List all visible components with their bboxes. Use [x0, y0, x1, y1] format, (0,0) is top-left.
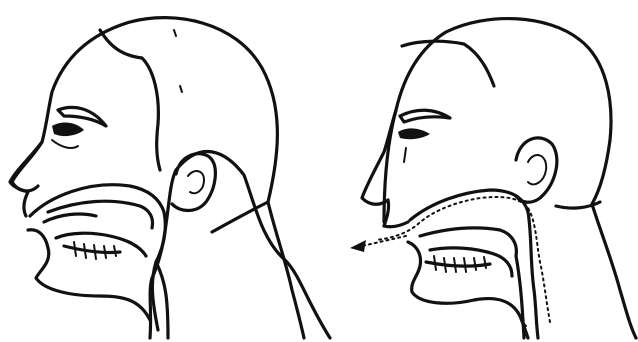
right-airflow-arrowhead — [350, 240, 366, 252]
right-neck-back — [592, 204, 636, 338]
left-eye — [52, 123, 84, 137]
right-tear-line — [404, 148, 406, 162]
right-upper-lip — [384, 222, 408, 227]
left-lower-teeth — [64, 246, 120, 253]
right-ear — [516, 138, 557, 202]
right-tongue — [430, 248, 512, 276]
right-palate — [420, 228, 516, 256]
left-cheek-mark — [180, 86, 182, 92]
left-nose — [12, 142, 42, 191]
left-upper-teeth — [44, 214, 96, 222]
right-face-profile — [362, 110, 396, 226]
left-head-profile — [10, 18, 330, 338]
left-neck-back — [268, 202, 304, 338]
left-eye-lash — [52, 140, 78, 148]
right-ear-inner — [528, 155, 546, 184]
right-throat-inner — [516, 256, 524, 338]
left-ear-inner — [188, 171, 204, 193]
left-head-mark — [174, 30, 176, 36]
left-ear — [172, 154, 215, 211]
right-lower-jaw — [408, 242, 528, 338]
left-hairline — [100, 30, 160, 170]
left-oral-cavity — [30, 185, 165, 330]
right-airflow-arrow-line — [362, 236, 406, 246]
right-eye — [398, 128, 430, 139]
right-eyebrow — [400, 110, 450, 122]
right-head-profile — [350, 19, 636, 338]
